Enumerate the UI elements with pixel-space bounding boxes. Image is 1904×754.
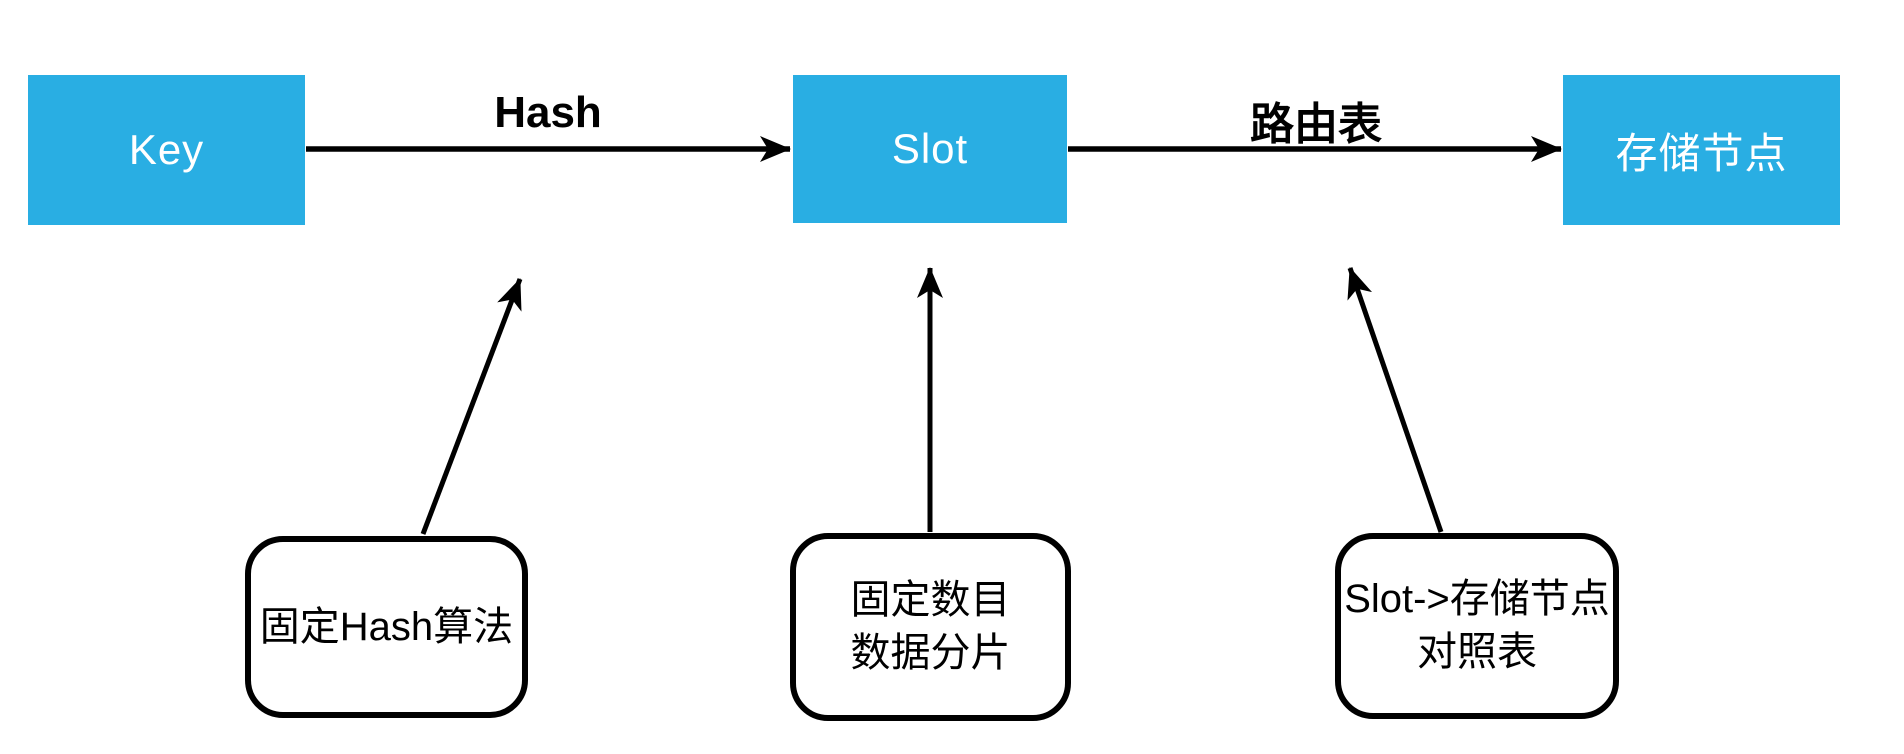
annotation-fixed-hash-algorithm: 固定Hash算法: [245, 536, 528, 718]
node-key-label: Key: [128, 126, 205, 173]
annotation-fixed-number-shards: 固定数目 数据分片: [790, 533, 1071, 721]
hash-algo-annotation-arrow: [420, 278, 523, 535]
annotation-slot-storage-mapping-table-label: Slot->存储节点 对照表: [1344, 577, 1610, 674]
node-slot: Slot: [793, 75, 1067, 223]
node-storage-node: 存储节点: [1563, 75, 1840, 225]
node-key: Key: [28, 75, 305, 225]
node-storage-label: 存储节点: [1615, 129, 1788, 177]
edge-label-hash: Hash: [494, 88, 602, 137]
annotation-slot-storage-mapping-table: Slot->存储节点 对照表: [1335, 533, 1619, 719]
node-slot-label: Slot: [891, 125, 969, 172]
annotation-fixed-hash-algorithm-label: 固定Hash算法: [259, 604, 514, 649]
mapping-annotation-arrow: [1347, 267, 1444, 533]
edge-label-routing-table: 路由表: [1250, 100, 1382, 149]
annotation-fixed-number-shards-label: 固定数目 数据分片: [850, 578, 1011, 675]
